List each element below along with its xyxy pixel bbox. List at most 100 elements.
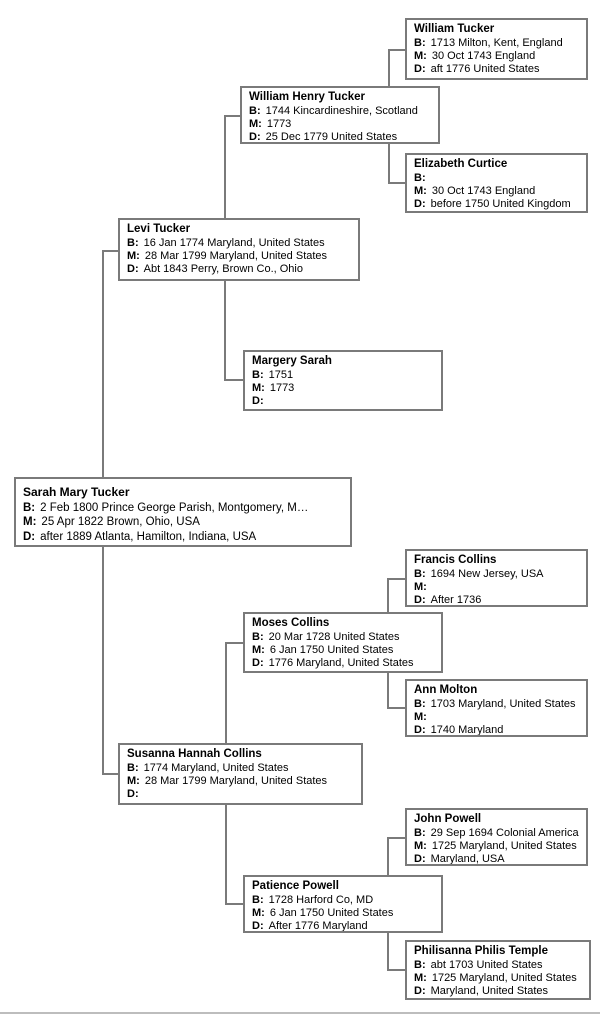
death-row: D: Maryland, USA — [414, 853, 579, 865]
person-name: Philisanna Philis Temple — [414, 945, 548, 957]
person-box-patience-powell[interactable]: Patience Powell B:1728 Harford Co, MD M:… — [243, 875, 443, 933]
birth-row: B: 1744 Kincardineshire, Scotland — [249, 105, 431, 118]
marriage-label: M: — [127, 250, 140, 262]
marriage-label: M: — [414, 711, 427, 723]
connector-line — [225, 642, 243, 644]
person-box-elizabeth-curtice[interactable]: Elizabeth Curtice B: M:30 Oct 1743 Engla… — [405, 153, 588, 213]
connector-line — [102, 250, 118, 252]
death-row: D:1740 Maryland — [414, 724, 579, 735]
birth-label: B: — [127, 762, 139, 774]
birth-label: B: — [252, 894, 264, 906]
marriage-row: M:30 Oct 1743 England — [414, 50, 579, 63]
death-value: aft 1776 United States — [430, 63, 540, 75]
marriage-row: M: 6 Jan 1750 United States — [252, 644, 434, 657]
person-box-william-henry-tucker[interactable]: William Henry Tucker B:1744 Kincardinesh… — [240, 86, 440, 144]
marriage-label: M: — [252, 382, 265, 394]
person-box-sarah-mary-tucker[interactable]: Sarah Mary Tucker B:2 Feb 1800 Prince Ge… — [14, 477, 352, 547]
marriage-row: M: — [414, 581, 579, 594]
connector-line — [387, 969, 405, 971]
marriage-value: 1725 Maryland, United States — [431, 972, 577, 984]
birth-value: 29 Sep 1694 Colonial America — [430, 827, 579, 839]
connector-line — [102, 773, 118, 775]
person-name: Moses Collins — [252, 617, 330, 629]
connector-line — [225, 805, 227, 905]
birth-row: B:1713 Milton, Kent, England — [414, 37, 579, 50]
death-row: D:1776 Maryland, United States — [252, 657, 434, 670]
death-value: Maryland, USA — [430, 853, 505, 865]
death-label: D: — [414, 594, 426, 606]
birth-value: 1744 Kincardineshire, Scotland — [265, 105, 418, 117]
birth-label: B: — [127, 237, 139, 249]
marriage-value: 1773 — [266, 118, 292, 130]
marriage-row: M:1725 Maryland, United States — [414, 972, 582, 985]
death-label: D: — [127, 788, 139, 800]
person-box-moses-collins[interactable]: Moses Collins B:20 Mar 1728 United State… — [243, 612, 443, 673]
person-name: Susanna Hannah Collins — [127, 748, 262, 760]
birth-label: B: — [414, 37, 426, 49]
bottom-divider — [0, 1012, 600, 1014]
connector-line — [102, 250, 104, 477]
person-name: William Tucker — [414, 23, 495, 35]
marriage-label: M: — [414, 840, 427, 852]
marriage-label: M: — [252, 907, 265, 919]
person-box-levi-tucker[interactable]: Levi Tucker B:16 Jan 1774 Maryland, Unit… — [118, 218, 360, 281]
birth-label: B: — [414, 698, 426, 710]
birth-row: B:1728 Harford Co, MD — [252, 894, 434, 907]
connector-line — [225, 642, 227, 743]
person-name: Sarah Mary Tucker — [23, 485, 130, 499]
death-row: D:after 1889 Atlanta, Hamilton, Indiana,… — [23, 530, 343, 545]
person-box-ann-molton[interactable]: Ann Molton B:1703 Maryland, United State… — [405, 679, 588, 737]
birth-row: B:2 Feb 1800 Prince George Parish, Montg… — [23, 501, 343, 516]
death-value: 25 Dec 1779 United States — [265, 131, 398, 143]
marriage-label: M: — [414, 581, 427, 593]
birth-label: B: — [249, 105, 261, 117]
birth-value: 1751 — [268, 369, 294, 381]
death-row: D:aft 1776 United States — [414, 63, 579, 76]
person-box-john-powell[interactable]: John Powell B:29 Sep 1694 Colonial Ameri… — [405, 808, 588, 866]
birth-row: B: — [414, 172, 579, 185]
birth-value: abt 1703 United States — [430, 959, 543, 971]
connector-line — [224, 115, 240, 117]
person-box-francis-collins[interactable]: Francis Collins B:1694 New Jersey, USA M… — [405, 549, 588, 607]
birth-value: 1703 Maryland, United States — [430, 698, 576, 710]
person-box-susanna-hannah-collins[interactable]: Susanna Hannah Collins B:1774 Maryland, … — [118, 743, 363, 805]
death-label: D: — [23, 530, 36, 543]
marriage-label: M: — [414, 50, 427, 62]
marriage-value: 1725 Maryland, United States — [431, 840, 577, 852]
birth-row: B:16 Jan 1774 Maryland, United States — [127, 237, 351, 250]
birth-row: B:20 Mar 1728 United States — [252, 631, 434, 644]
marriage-label: M: — [252, 644, 265, 656]
person-name: Elizabeth Curtice — [414, 158, 508, 170]
marriage-value: 28 Mar 1799 Maryland, United States — [144, 250, 328, 262]
death-label: D: — [414, 853, 426, 865]
birth-label: B: — [252, 369, 264, 381]
death-value: Maryland, United States — [430, 985, 548, 997]
person-box-philisanna-philis-temple[interactable]: Philisanna Philis Temple B:abt 1703 Unit… — [405, 940, 591, 1000]
connector-line — [387, 837, 389, 875]
connector-line — [387, 837, 405, 839]
connector-line — [387, 933, 389, 971]
death-row: D: — [252, 395, 434, 408]
connector-line — [225, 903, 243, 905]
death-value: Abt 1843 Perry, Brown Co., Ohio — [143, 263, 303, 275]
death-label: D: — [252, 657, 264, 669]
marriage-value: 1773 — [269, 382, 295, 394]
connector-line — [388, 49, 390, 86]
marriage-row: M: 6 Jan 1750 United States — [252, 907, 434, 920]
marriage-value: 6 Jan 1750 United States — [269, 907, 394, 919]
death-row: D:before 1750 United Kingdom — [414, 198, 579, 211]
death-label: D: — [252, 920, 264, 932]
birth-row: B:1774 Maryland, United States — [127, 762, 354, 775]
death-label: D: — [252, 395, 264, 407]
death-value: After 1736 — [430, 594, 482, 606]
birth-value: 1694 New Jersey, USA — [430, 568, 544, 580]
birth-label: B: — [252, 631, 264, 643]
marriage-row: M: 28 Mar 1799 Maryland, United States — [127, 250, 351, 263]
person-box-margery-sarah[interactable]: Margery Sarah B: 1751 M: 1773 D: — [243, 350, 443, 411]
marriage-value: 6 Jan 1750 United States — [269, 644, 394, 656]
connector-line — [387, 578, 405, 580]
person-box-william-tucker[interactable]: William Tucker B:1713 Milton, Kent, Engl… — [405, 18, 588, 80]
birth-row: B: 1751 — [252, 369, 434, 382]
connector-line — [224, 281, 226, 380]
person-name: Margery Sarah — [252, 355, 332, 367]
